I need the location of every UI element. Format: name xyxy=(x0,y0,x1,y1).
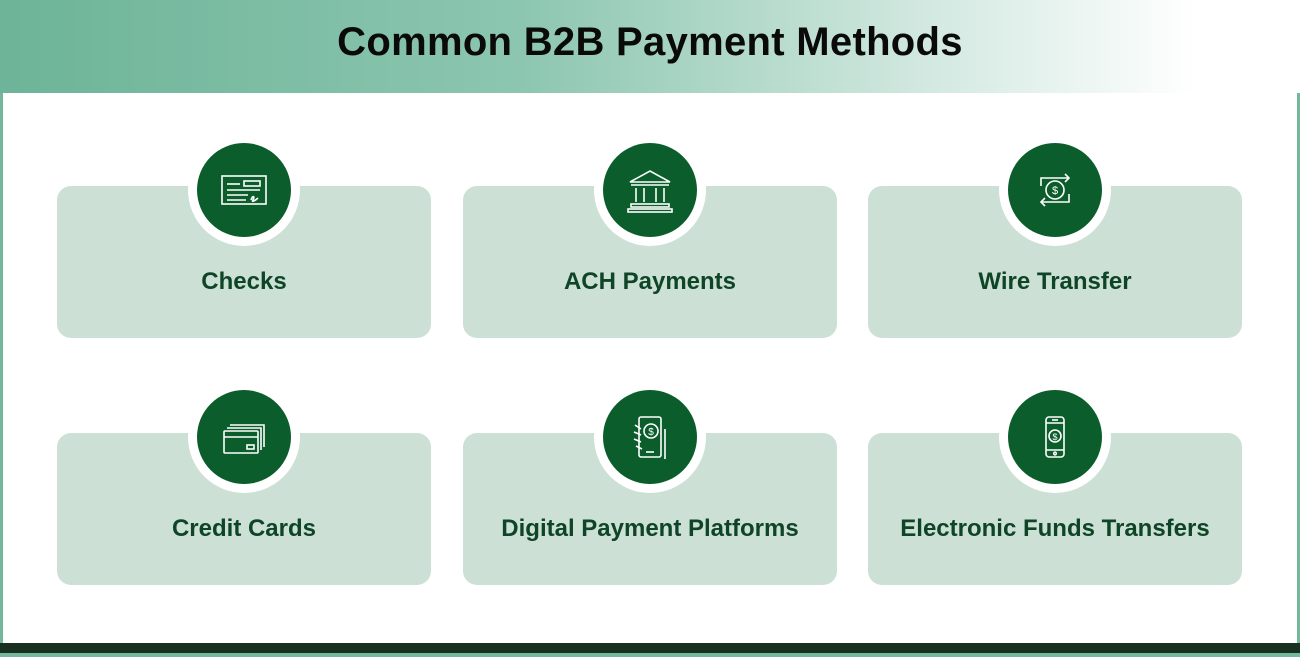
bottom-bar xyxy=(0,643,1300,654)
svg-text:$: $ xyxy=(1052,432,1057,442)
credit-card-icon xyxy=(223,424,265,454)
card-label: ACH Payments xyxy=(563,268,737,295)
icon-badge xyxy=(188,134,300,246)
bank-icon xyxy=(627,170,673,213)
svg-text:$: $ xyxy=(648,427,654,438)
card-label: Digital Payment Platforms xyxy=(501,515,799,542)
icon-badge: $ xyxy=(999,381,1111,493)
card-label: Credit Cards xyxy=(171,515,317,542)
icon-badge: $ xyxy=(999,134,1111,246)
check-icon xyxy=(221,175,267,205)
phone-dollar-icon: $ xyxy=(1045,416,1065,458)
page-title: Common B2B Payment Methods xyxy=(337,20,963,64)
card-ach-payments: ACH Payments xyxy=(463,186,837,338)
icon-badge xyxy=(188,381,300,493)
hand-phone-dollar-icon: $ xyxy=(633,416,666,459)
header-band: Common B2B Payment Methods xyxy=(0,0,1300,93)
card-label: Electronic Funds Transfers xyxy=(900,515,1210,542)
card-wire-transfer: Wire Transfer xyxy=(868,186,1242,338)
icon-badge: $ xyxy=(594,381,706,493)
bottom-accent-line xyxy=(0,653,1300,657)
transfer-icon: $ xyxy=(1039,173,1071,207)
card-label: Wire Transfer xyxy=(978,268,1132,295)
icon-badge xyxy=(594,134,706,246)
card-label: Checks xyxy=(201,268,287,295)
svg-text:$: $ xyxy=(1052,185,1058,197)
